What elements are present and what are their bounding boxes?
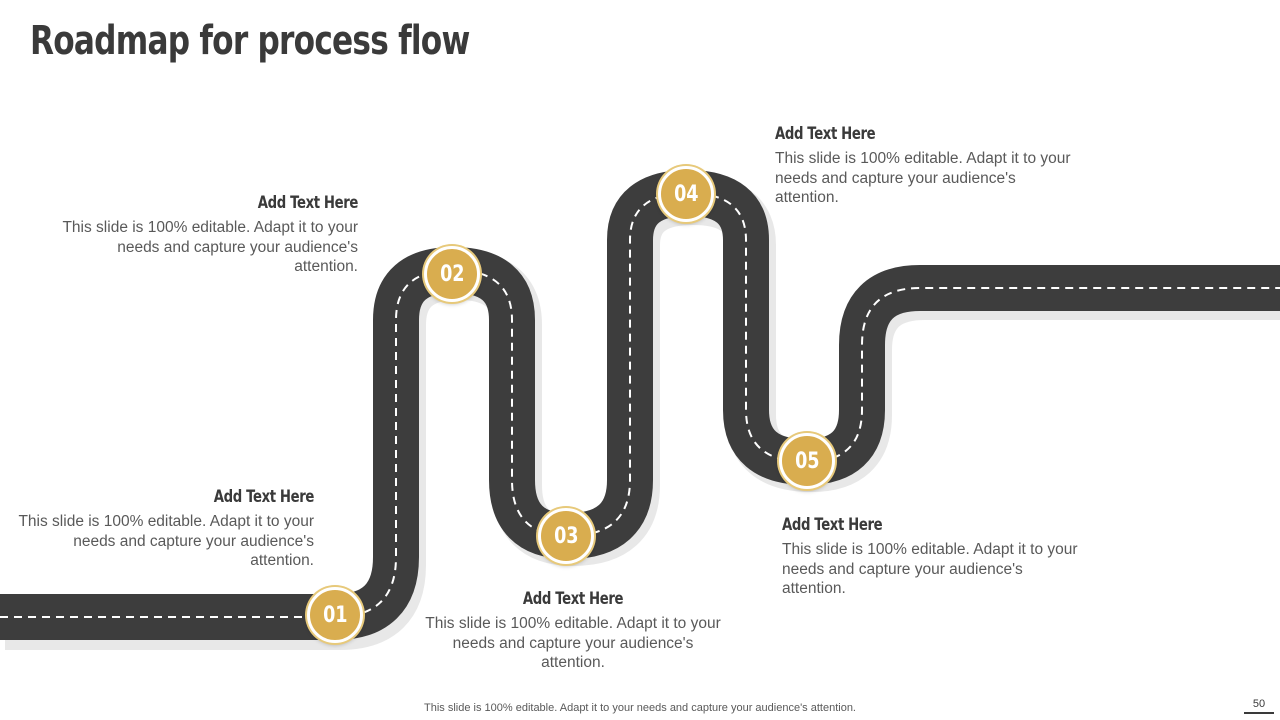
step-01-body: This slide is 100% editable. Adapt it to… [18,513,314,569]
step-01-number: 01 [322,602,348,628]
page-number: 50 [1244,698,1274,714]
step-02-number: 02 [439,261,465,287]
step-04-heading: Add Text Here [775,124,876,144]
slide-footer: This slide is 100% editable. Adapt it to… [424,702,856,714]
step-04-text: Add Text Here This slide is 100% editabl… [775,124,1075,208]
step-03-marker: 03 [538,508,594,564]
step-02-marker: 02 [424,246,480,302]
step-03-heading: Add Text Here [522,589,624,609]
step-02-body: This slide is 100% editable. Adapt it to… [62,219,358,275]
step-01-marker: 01 [307,587,363,643]
road-centerline [0,191,1280,618]
slide-title: Roadmap for process flow [30,18,470,64]
step-01-heading: Add Text Here [213,487,315,507]
step-05-number: 05 [794,448,820,474]
step-02-text: Add Text Here This slide is 100% editabl… [58,193,358,277]
step-04-number: 04 [673,181,699,207]
step-03-body: This slide is 100% editable. Adapt it to… [425,615,721,671]
step-04-body: This slide is 100% editable. Adapt it to… [775,150,1071,206]
step-04-marker: 04 [658,166,714,222]
step-05-marker: 05 [779,433,835,489]
step-05-body: This slide is 100% editable. Adapt it to… [782,541,1078,597]
step-05-text: Add Text Here This slide is 100% editabl… [782,515,1082,599]
step-02-heading: Add Text Here [257,193,359,213]
step-03-number: 03 [553,523,579,549]
step-05-heading: Add Text Here [782,515,883,535]
step-01-text: Add Text Here This slide is 100% editabl… [14,487,314,571]
step-03-text: Add Text Here This slide is 100% editabl… [423,589,723,673]
